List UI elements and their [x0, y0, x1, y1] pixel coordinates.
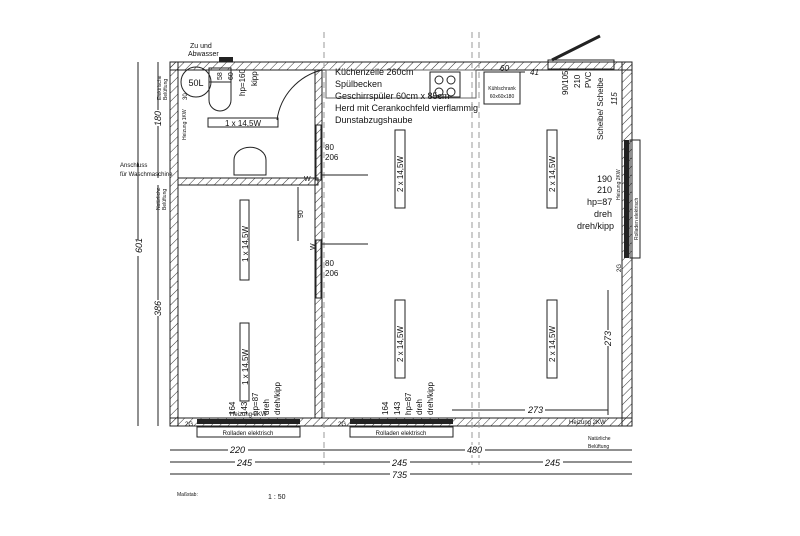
svg-text:Anschluss: Anschluss: [120, 163, 147, 169]
svg-text:Rolladen elektrisch: Rolladen elektrisch: [223, 431, 274, 437]
svg-text:2 x 14,5W: 2 x 14,5W: [548, 156, 557, 192]
svg-text:PVC: PVC: [584, 71, 593, 88]
svg-text:480: 480: [467, 445, 482, 455]
svg-text:164: 164: [228, 401, 237, 415]
svg-text:Küchenzeile 260cm: Küchenzeile 260cm: [335, 67, 414, 77]
svg-text:80: 80: [325, 259, 334, 268]
svg-text:Herd mit Cerankochfeld vierfla: Herd mit Cerankochfeld vierflammig: [335, 103, 478, 113]
svg-text:60: 60: [228, 72, 235, 80]
svg-text:dreh: dreh: [594, 209, 612, 219]
svg-text:735: 735: [392, 470, 408, 480]
svg-text:2G: 2G: [185, 422, 193, 428]
svg-text:Heizung 2KW: Heizung 2KW: [569, 420, 606, 426]
svg-text:Scheibe/ Scheibe: Scheibe/ Scheibe: [596, 77, 605, 140]
bottom-windows: Rolladen elektrisch Heizung 2KW 2G 164 1…: [185, 382, 611, 450]
toilet-icon: [208, 82, 232, 112]
svg-text:30: 30: [183, 93, 189, 100]
svg-text:Zu und: Zu und: [190, 43, 212, 50]
bathroom: 50L 1 x 14,5W Zu und Abwasser 58 60 hp=1…: [120, 43, 323, 210]
svg-text:Abwasser: Abwasser: [188, 51, 219, 58]
svg-text:245: 245: [391, 458, 408, 468]
svg-text:Spülbecken: Spülbecken: [335, 79, 382, 89]
svg-text:206: 206: [325, 269, 339, 278]
dimension-labels: 601 180 386 273 273 220 480 245 245 245 …: [132, 110, 614, 480]
svg-text:1 x 14,5W: 1 x 14,5W: [225, 119, 261, 128]
svg-text:601: 601: [134, 238, 144, 253]
svg-text:1 x 14,5W: 1 x 14,5W: [241, 349, 250, 385]
svg-text:Maßstab:: Maßstab:: [177, 492, 198, 498]
svg-text:50L: 50L: [188, 78, 203, 88]
svg-text:180: 180: [153, 111, 163, 126]
svg-text:60x60x180: 60x60x180: [490, 94, 515, 100]
svg-text:kipp: kipp: [250, 71, 259, 86]
svg-text:Geschirrspüler 60cm x 85cm: Geschirrspüler 60cm x 85cm: [335, 91, 450, 101]
svg-text:41: 41: [530, 68, 539, 77]
svg-text:hp=160: hp=160: [238, 69, 247, 96]
svg-text:dreh/kipp: dreh/kipp: [577, 221, 614, 231]
sink-icon: [233, 146, 267, 176]
svg-text:Rolladen elektrisch: Rolladen elektrisch: [634, 198, 640, 240]
right-window: Rolladen elektrisch Heizung 2KW 190 210 …: [577, 139, 641, 272]
svg-text:164: 164: [381, 401, 390, 415]
module-grid-lines: [323, 32, 480, 465]
svg-text:Natürliche: Natürliche: [588, 436, 611, 442]
svg-text:1 : 50: 1 : 50: [268, 494, 286, 501]
svg-text:Belüftung: Belüftung: [162, 189, 168, 210]
svg-text:90: 90: [298, 210, 305, 218]
svg-text:273: 273: [603, 331, 613, 347]
svg-text:Rolladen elektrisch: Rolladen elektrisch: [376, 431, 427, 437]
svg-text:Kühlschrank: Kühlschrank: [488, 86, 516, 92]
svg-text:Elektrische: Elektrische: [157, 75, 163, 100]
bath-window: [219, 57, 233, 62]
svg-text:245: 245: [236, 458, 253, 468]
svg-text:dreh/kipp: dreh/kipp: [273, 382, 282, 415]
kitchen: Kühlschrank 60x60x180 Küchenzeile 260cm …: [325, 64, 539, 125]
svg-text:Belüftung: Belüftung: [163, 79, 169, 100]
svg-text:90/105: 90/105: [561, 70, 570, 95]
svg-text:210: 210: [597, 185, 612, 195]
svg-text:80: 80: [325, 143, 334, 152]
svg-text:2G: 2G: [338, 422, 346, 428]
svg-text:hp=87: hp=87: [587, 197, 612, 207]
svg-text:Belüftung: Belüftung: [588, 444, 609, 450]
svg-text:2 x 14,5W: 2 x 14,5W: [548, 326, 557, 362]
svg-text:hp=87: hp=87: [251, 392, 260, 415]
svg-text:386: 386: [153, 301, 163, 316]
svg-text:Heizung 2KW: Heizung 2KW: [230, 412, 267, 418]
svg-text:2 x 14,5W: 2 x 14,5W: [396, 156, 405, 192]
light-fixture: [207, 117, 279, 128]
svg-text:60: 60: [500, 64, 509, 73]
svg-text:2G: 2G: [617, 264, 623, 272]
svg-text:für Waschmaschine: für Waschmaschine: [120, 172, 173, 178]
svg-text:210: 210: [573, 74, 582, 88]
svg-text:2 x 14,5W: 2 x 14,5W: [396, 326, 405, 362]
scale: Maßstab: 1 : 50: [177, 492, 286, 501]
entrance-door: 90/105 210 PVC Scheibe/ Scheibe 115: [547, 34, 619, 140]
svg-text:220: 220: [229, 445, 245, 455]
interior-doors: 80 206 80 206 W W 90: [297, 124, 368, 299]
shower-icon: [276, 69, 323, 121]
cooktop-icon: [429, 71, 461, 98]
svg-text:245: 245: [544, 458, 561, 468]
svg-text:115: 115: [610, 92, 619, 105]
svg-text:W: W: [304, 176, 311, 183]
svg-text:dreh: dreh: [262, 399, 271, 415]
svg-text:143: 143: [393, 401, 402, 415]
svg-text:Heizung 2KW: Heizung 2KW: [616, 169, 622, 200]
svg-text:1 x 14,5W: 1 x 14,5W: [241, 226, 250, 262]
svg-text:143: 143: [240, 401, 249, 415]
door-swing-handle: [551, 34, 601, 62]
svg-text:hp=87: hp=87: [404, 392, 413, 415]
svg-text:58: 58: [217, 72, 224, 80]
svg-text:W: W: [310, 243, 317, 250]
svg-text:Natürliche: Natürliche: [156, 187, 162, 210]
svg-text:dreh/kipp: dreh/kipp: [426, 382, 435, 415]
svg-text:190: 190: [597, 174, 612, 184]
svg-text:273: 273: [527, 405, 543, 415]
svg-text:206: 206: [325, 153, 339, 162]
svg-text:Heizung 1KW: Heizung 1KW: [182, 109, 188, 140]
svg-text:Dunstabzugshaube: Dunstabzugshaube: [335, 115, 413, 125]
svg-text:dreh: dreh: [415, 399, 424, 415]
lights: 1 x 14,5W 1 x 14,5W 2 x 14,5W 2 x 14,5W …: [239, 129, 558, 402]
